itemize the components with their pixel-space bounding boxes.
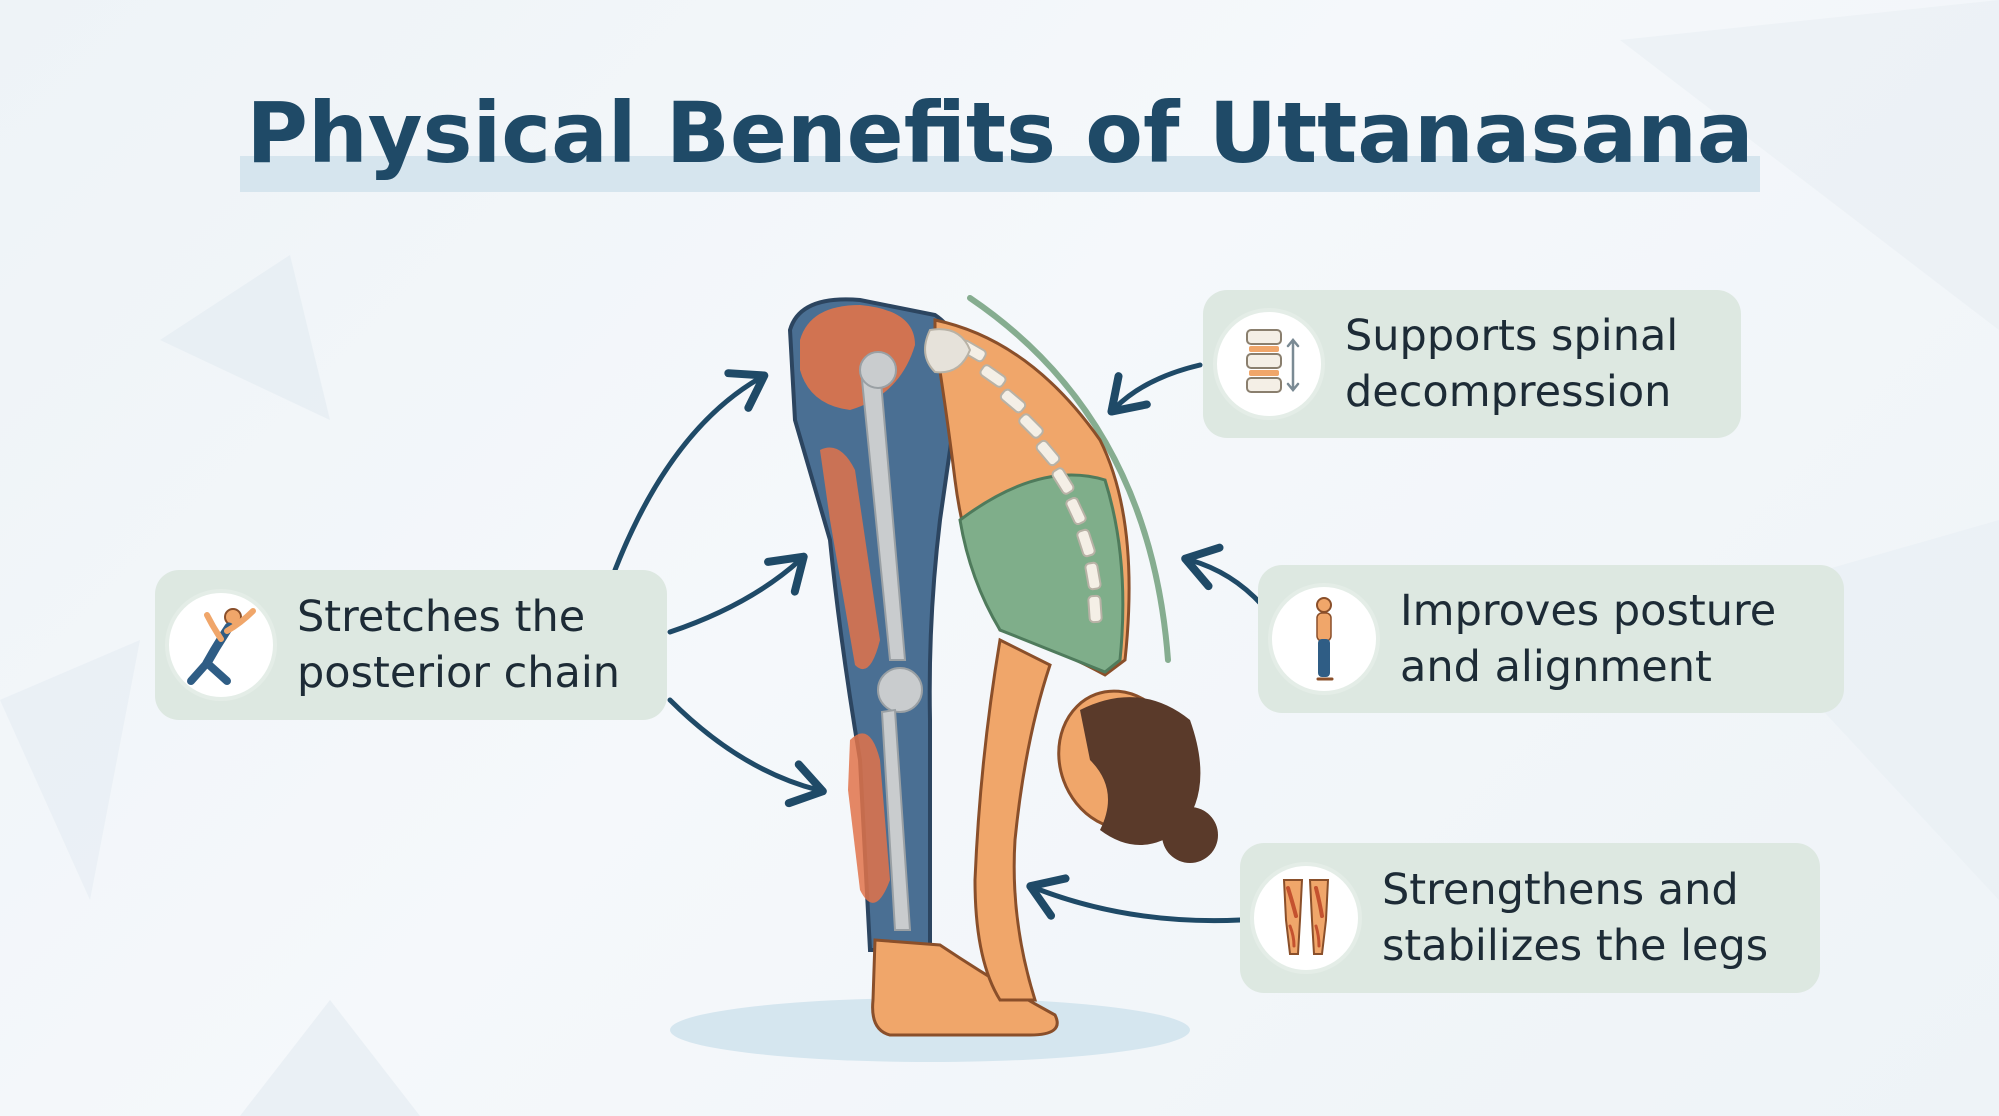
- page-title: Physical Benefits of Uttanasana: [246, 84, 1754, 182]
- tibia-bone: [880, 708, 912, 931]
- benefit-label: Supports spinal decompression: [1345, 308, 1678, 420]
- hair-bun: [1162, 807, 1218, 863]
- benefit-label-line: Improves posture: [1400, 586, 1777, 636]
- knee-joint: [877, 667, 923, 713]
- benefit-label: Strengthens and stabilizes the legs: [1382, 862, 1768, 974]
- feet: [871, 938, 1059, 1037]
- benefit-label: Improves posture and alignment: [1400, 583, 1776, 695]
- benefit-label-line: Strengthens and: [1382, 865, 1739, 915]
- title-block: Physical Benefits of Uttanasana: [240, 80, 1760, 200]
- benefit-label: Stretches the posterior chain: [297, 589, 620, 701]
- arm: [973, 637, 1052, 1002]
- vertebrae-icon: [1213, 308, 1325, 420]
- arrow-posterior-to-calf: [667, 697, 827, 808]
- arrow-spinal: [1107, 362, 1203, 416]
- benefit-label-line: Stretches the: [297, 592, 586, 642]
- legs-muscle-icon: [1250, 862, 1362, 974]
- benefit-label-line: decompression: [1345, 367, 1672, 417]
- benefit-card-posture: Improves posture and alignment: [1258, 565, 1844, 713]
- benefit-card-posterior-chain: Stretches the posterior chain: [155, 570, 667, 720]
- benefit-label-line: stabilizes the legs: [1382, 921, 1769, 971]
- pelvis-bone: [924, 328, 972, 374]
- benefit-card-legs: Strengthens and stabilizes the legs: [1240, 843, 1820, 993]
- hair: [1080, 697, 1201, 845]
- standing-figure-icon: [1268, 583, 1380, 695]
- title-underline-highlight: [240, 156, 1760, 192]
- arrow-posterior-to-glute: [612, 369, 769, 573]
- arrow-posterior-to-hamstring: [667, 552, 808, 635]
- spine-curve-line: [967, 295, 1171, 663]
- calf-muscle: [848, 733, 890, 903]
- arrow-legs: [1026, 874, 1243, 924]
- benefit-card-spinal: Supports spinal decompression: [1203, 290, 1741, 438]
- benefit-label-line: posterior chain: [297, 648, 621, 698]
- arrow-posture: [1181, 543, 1265, 608]
- hip-joint: [859, 351, 897, 389]
- stretch-figure-icon: [165, 589, 277, 701]
- hamstring-muscle: [820, 447, 880, 670]
- benefit-label-line: and alignment: [1400, 642, 1712, 692]
- benefit-label-line: Supports spinal: [1345, 311, 1679, 361]
